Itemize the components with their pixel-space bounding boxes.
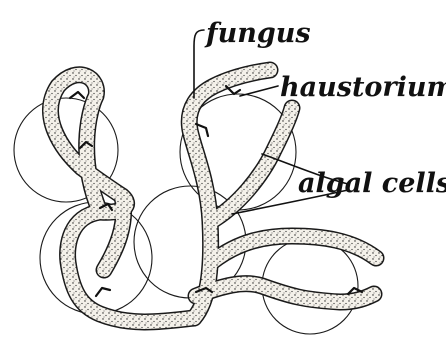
haustorium-mark [96, 288, 110, 296]
labels-group: fungus haustorium algal cells [204, 18, 446, 199]
haustorium-label: haustorium [280, 72, 446, 103]
haustorium-leader [240, 86, 278, 96]
fungus-label: fungus [204, 18, 311, 49]
haustorium-mark [70, 92, 84, 98]
algal-cells-label: algal cells [298, 168, 446, 199]
